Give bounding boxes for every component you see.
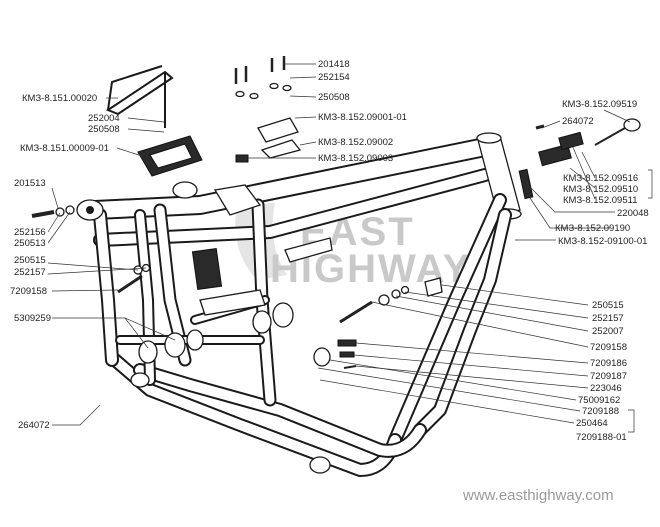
labels-right: КМЗ-8.152.09519 264072 КМЗ-8.152.09516 К… [555, 99, 649, 443]
steering-lock-parts [518, 118, 641, 200]
label-264072-top: 264072 [562, 116, 594, 127]
label-201513: 201513 [14, 178, 46, 189]
mount-brackets [235, 117, 302, 163]
label-7209186: 7209186 [590, 358, 627, 369]
label-252004: 252004 [88, 113, 120, 124]
label-km3-8-152-09001-01: КМЗ-8.152.09001-01 [318, 112, 407, 123]
label-220048: 220048 [617, 208, 649, 219]
label-km3-8-151-00020: КМЗ-8.151.00020 [22, 93, 97, 104]
labels-left: КМЗ-8.151.00020 252004 250508 КМЗ-8.151.… [10, 93, 120, 431]
label-7209158-left: 7209158 [10, 286, 47, 297]
label-250515-right: 250515 [592, 300, 624, 311]
label-7209188-01: 7209188-01 [576, 432, 627, 443]
label-250513: 250513 [14, 238, 46, 249]
label-250508-top: 250508 [318, 92, 350, 103]
top-bolts [234, 56, 292, 100]
label-7209187: 7209187 [590, 371, 627, 382]
label-252157-left: 252157 [14, 267, 46, 278]
label-75009162: 75009162 [578, 395, 620, 406]
label-km3-8-152-09516: КМЗ-8.152.09516 [563, 173, 638, 184]
label-252157-right: 252157 [592, 313, 624, 324]
label-km3-8-152-09519: КМЗ-8.152.09519 [562, 99, 637, 110]
label-250464: 250464 [576, 418, 608, 429]
label-264072-bottom: 264072 [18, 420, 50, 431]
battery-plate [137, 135, 203, 177]
watermark-url: www.easthighway.com [462, 487, 614, 504]
label-km3-8-152-09190: КМЗ-8.152.09190 [555, 223, 630, 234]
leader-lines [47, 63, 653, 433]
seat-loop-bracket [105, 65, 174, 128]
label-252154: 252154 [318, 72, 350, 83]
mid-right-fasteners [313, 277, 443, 369]
label-km3-8-152-09003: КМЗ-8.152.09003 [318, 153, 393, 164]
label-252007: 252007 [592, 326, 624, 337]
label-252156: 252156 [14, 227, 46, 238]
main-frame [76, 132, 522, 477]
label-7209188: 7209188 [582, 406, 619, 417]
label-7209158-right: 7209158 [590, 342, 627, 353]
label-km3-8-152-09100-01: КМЗ-8.152-09100-01 [558, 236, 647, 247]
label-5309259: 5309259 [14, 313, 51, 324]
label-201418: 201418 [318, 59, 350, 70]
label-250515-left: 250515 [14, 255, 46, 266]
label-km3-8-152-09510: КМЗ-8.152.09510 [563, 184, 638, 195]
label-km3-8-152-09511: КМЗ-8.152.09511 [563, 195, 637, 206]
label-250508-left: 250508 [88, 124, 120, 135]
label-km3-8-151-00009-01: КМЗ-8.151.00009-01 [20, 143, 109, 154]
label-223046: 223046 [590, 383, 622, 394]
labels-top: 201418 252154 250508 КМЗ-8.152.09001-01 … [318, 59, 407, 164]
label-km3-8-152-09002: КМЗ-8.152.09002 [318, 137, 393, 148]
bushings [138, 302, 294, 364]
